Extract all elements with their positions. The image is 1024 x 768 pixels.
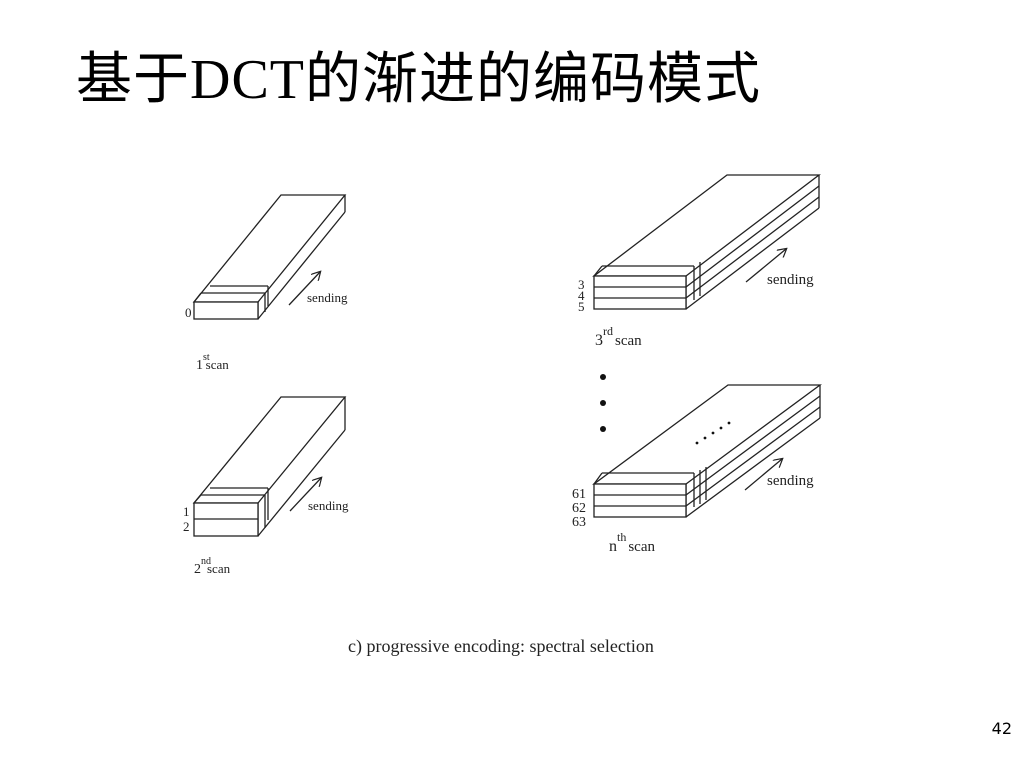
- diagram-caption: c) progressive encoding: spectral select…: [348, 636, 654, 657]
- scan-n-group: [592, 384, 822, 518]
- scan-n-sending-label: sending: [767, 473, 814, 489]
- scan-1-group: [192, 194, 347, 320]
- scan-1-row-0-label: 0: [185, 305, 192, 320]
- scan-3-row-5-label: 5: [578, 299, 585, 314]
- scan-n-coefficient-block: [592, 384, 822, 518]
- scan-n-row-61-label: 61: [572, 487, 586, 502]
- scan-3-group: [592, 174, 821, 310]
- scan-2-sending-label: sending: [308, 498, 349, 513]
- vertical-ellipsis: [600, 374, 606, 432]
- scan-2-coefficient-block: [192, 396, 347, 537]
- scan-1-sending-arrow: [288, 272, 320, 306]
- scan-2-sending-arrow: [289, 478, 321, 512]
- scan-3-row-3-label: 3: [578, 277, 585, 292]
- scan-2-row-2-label: 2: [183, 519, 190, 534]
- scan-2-group: [192, 396, 347, 537]
- scan-2-label: 2ndscan: [194, 556, 231, 577]
- scan-3-row-4-label: 4: [578, 288, 585, 303]
- scan-n-sending-arrow: [744, 459, 782, 491]
- scan-3-label: 3rdscan: [595, 324, 642, 349]
- page-number: 42: [991, 719, 1012, 738]
- ellipsis-dot: [600, 400, 606, 406]
- diagonal-ellipsis: [695, 421, 731, 445]
- scan-n-row-63-label: 63: [572, 515, 586, 530]
- scan-1-coefficient-block: [192, 194, 347, 320]
- scan-2-row-1-label: 1: [183, 504, 190, 519]
- ellipsis-dot: [600, 426, 606, 432]
- scan-3-coefficient-block: [592, 174, 821, 310]
- title-suffix: 的渐进的编码模式: [305, 47, 761, 112]
- slide-title: 基于DCT的渐进的编码模式: [76, 34, 761, 115]
- scan-n-row-62-label: 62: [572, 501, 586, 516]
- scan-1-label: 1stscan: [196, 352, 229, 373]
- scan-n-label: nthscan: [609, 530, 655, 555]
- scan-3-sending-label: sending: [767, 272, 814, 288]
- title-latin: DCT: [190, 49, 305, 111]
- scan-1-sending-label: sending: [307, 290, 348, 305]
- scan-3-sending-arrow: [745, 249, 786, 283]
- title-prefix: 基于: [76, 47, 190, 112]
- ellipsis-dot: [600, 374, 606, 380]
